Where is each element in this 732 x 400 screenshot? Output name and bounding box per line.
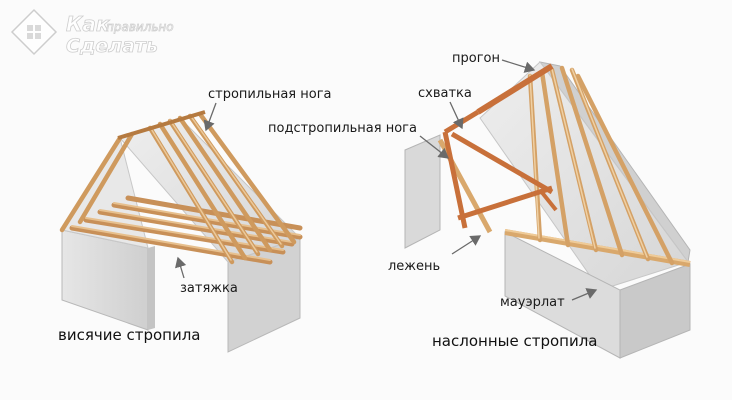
strut-diagonal — [457, 185, 553, 221]
label-rafter-leg: стропильная нога — [208, 87, 332, 102]
left-front-wall-side — [148, 246, 155, 330]
hanging-rafters-drawing — [59, 110, 303, 353]
caption-leaning-rafters: наслонные стропила — [432, 332, 597, 350]
label-brace: схватка — [418, 86, 472, 101]
arrow-sill — [451, 235, 482, 255]
purlin-beam — [476, 63, 554, 115]
label-mauerlat: мауэрлат — [500, 295, 565, 310]
arrow-tie — [175, 256, 187, 279]
arrow-brace — [449, 101, 464, 130]
right-end-wall — [619, 263, 691, 359]
arrow-strut — [419, 135, 450, 159]
label-tie: затяжка — [180, 281, 238, 296]
label-strut: подстропильная нога — [268, 121, 417, 136]
site-logo: Как правильно Сделать — [10, 8, 174, 57]
arrow-purlin — [501, 59, 536, 73]
logo-line2: Сделать — [66, 35, 158, 57]
house-window-logo-icon — [10, 8, 58, 56]
brace-beam — [450, 131, 554, 195]
caption-hanging-rafters: висячие стропила — [58, 326, 201, 344]
arrow-rafter-leg — [203, 102, 217, 132]
logo-line1: Как — [66, 12, 110, 36]
leaning-rafters-drawing — [404, 61, 691, 359]
ridge-beam — [117, 110, 206, 140]
arrow-mauerlat — [571, 288, 598, 301]
label-sill: лежень — [388, 259, 440, 274]
logo-line1-small: правильно — [106, 20, 174, 34]
label-purlin: прогон — [452, 51, 500, 66]
middle-bearing-wall — [404, 134, 441, 249]
